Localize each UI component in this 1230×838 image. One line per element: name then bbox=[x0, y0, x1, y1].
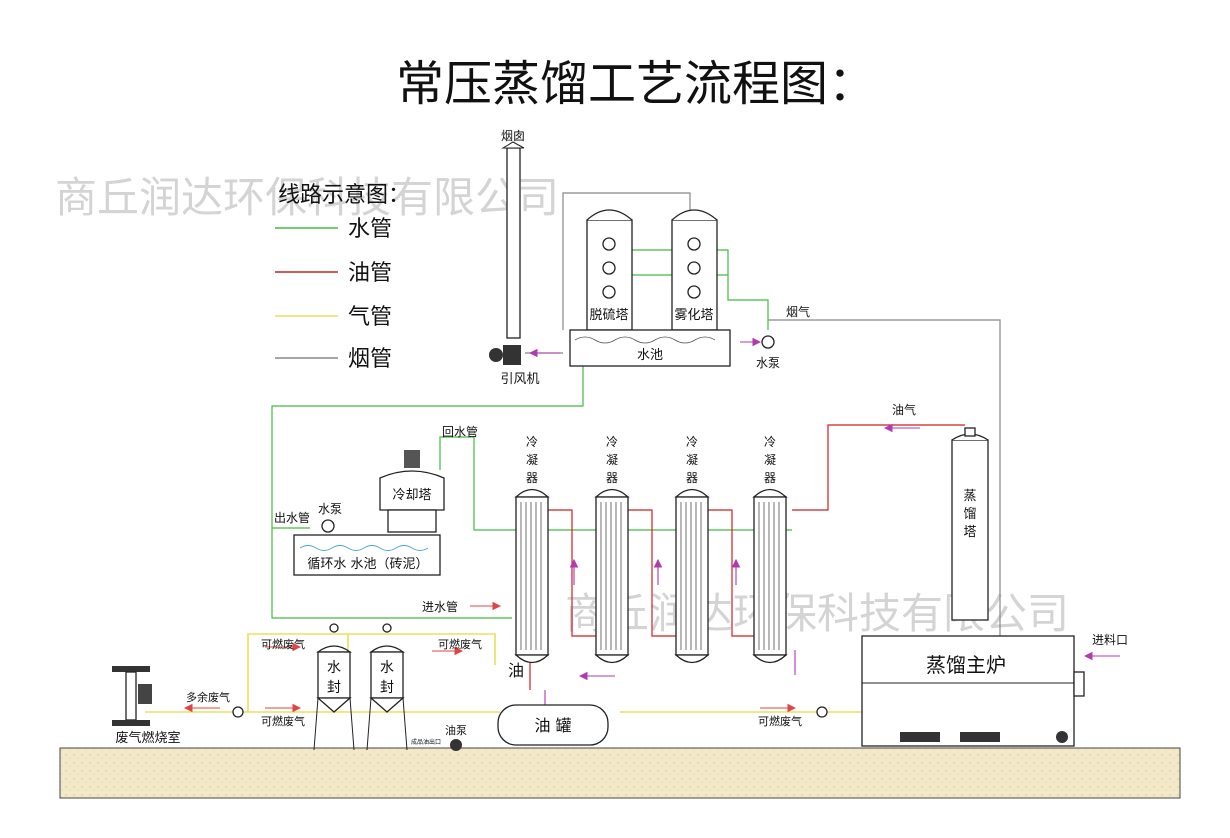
distill-tower-char-2: 馏 bbox=[963, 507, 976, 522]
induced-fan-label: 引风机 bbox=[500, 372, 539, 387]
water-pool-label: 水池 bbox=[637, 348, 663, 363]
legend-label-water: 水管 bbox=[348, 217, 392, 242]
ground bbox=[59, 747, 1181, 799]
circulation-pool: 循环水 水池（砖泥） bbox=[293, 534, 441, 576]
product-outlet-label: 成品油出口 bbox=[411, 738, 441, 746]
condenser-2: 冷 凝 器 bbox=[594, 435, 630, 664]
water-seal-1-char-1: 水 bbox=[327, 660, 341, 676]
atomization-tower: 雾化塔 bbox=[671, 209, 718, 331]
excess-gas-label: 多余废气 bbox=[186, 690, 230, 704]
legend-label-gas: 气管 bbox=[348, 305, 392, 330]
inlet-pipe-label: 进水管 bbox=[422, 599, 458, 614]
water-pump-top: 水泵 bbox=[756, 335, 780, 370]
flue-gas-label: 烟气 bbox=[786, 304, 810, 319]
main-furnace-label: 蒸馏主炉 bbox=[926, 653, 1006, 677]
water-seal-2: 水 封 bbox=[366, 645, 408, 751]
water-pump-top-label: 水泵 bbox=[756, 356, 780, 370]
oil-pump: 油泵 成品油出口 bbox=[411, 723, 467, 751]
valves bbox=[232, 623, 828, 718]
incinerator: 废气燃烧室 bbox=[112, 666, 181, 746]
combustible-gas-label-4: 可燃废气 bbox=[758, 714, 802, 728]
condenser-4-char-3: 器 bbox=[764, 471, 776, 485]
combustible-gas-label-2: 可燃废气 bbox=[438, 637, 482, 651]
condenser-2-char-3: 器 bbox=[606, 471, 618, 485]
condenser-2-char-2: 凝 bbox=[606, 452, 618, 467]
chimney-label: 烟囱 bbox=[501, 129, 525, 143]
oil-gas-label: 油气 bbox=[892, 402, 916, 417]
distillation-tower: 蒸 馏 塔 bbox=[951, 427, 989, 621]
oil-pump-label: 油泵 bbox=[445, 723, 467, 737]
condenser-3: 冷 凝 器 bbox=[674, 435, 710, 664]
legend-label-oil: 油管 bbox=[348, 261, 392, 286]
water-pool-top: 水池 bbox=[569, 329, 731, 367]
legend-heading: 线路示意图： bbox=[278, 183, 410, 208]
condenser-3-char-2: 凝 bbox=[686, 452, 698, 467]
combustible-gas-label-3: 可燃废气 bbox=[261, 714, 305, 728]
outlet-pipe-label: 出水管 bbox=[274, 510, 310, 525]
condenser-4: 冷 凝 器 bbox=[752, 435, 788, 664]
oil-tank-label: 油 罐 bbox=[534, 716, 571, 735]
return-pipe-label: 回水管 bbox=[442, 424, 478, 439]
water-pump-left-label: 水泵 bbox=[318, 502, 342, 516]
condenser-2-char-1: 冷 bbox=[606, 435, 618, 449]
water-seal-2-char-2: 封 bbox=[380, 680, 394, 696]
watermark-bottom: 商丘润达环保科技有限公司 bbox=[565, 589, 1069, 638]
condenser-1-char-3: 器 bbox=[526, 471, 538, 485]
circulation-pool-label: 循环水 水池（砖泥） bbox=[307, 557, 428, 572]
condenser-1: 冷 凝 器 bbox=[514, 435, 550, 664]
legend: 线路示意图： 水管 油管 气管 烟管 bbox=[275, 183, 410, 372]
distill-tower-char-3: 塔 bbox=[963, 525, 976, 540]
condenser-1-char-2: 凝 bbox=[526, 452, 538, 467]
oil-label: 油 bbox=[508, 661, 524, 680]
watermark-top: 商丘润达环保科技有限公司 bbox=[55, 173, 559, 222]
condenser-3-char-1: 冷 bbox=[686, 435, 698, 449]
condenser-1-char-1: 冷 bbox=[526, 435, 538, 449]
condenser-4-char-2: 凝 bbox=[764, 452, 776, 467]
induced-fan: 引风机 bbox=[489, 345, 540, 387]
red-arrows bbox=[183, 601, 797, 713]
oil-pipes bbox=[529, 424, 965, 690]
condenser-4-char-1: 冷 bbox=[764, 435, 776, 449]
feed-port-label: 进料口 bbox=[1092, 633, 1128, 647]
incinerator-label: 废气燃烧室 bbox=[115, 730, 180, 746]
page-title: 常压蒸馏工艺流程图： bbox=[396, 56, 876, 112]
desulfurization-tower: 脱硫塔 bbox=[586, 209, 633, 331]
chimney: 烟囱 bbox=[501, 129, 525, 339]
water-seal-2-char-1: 水 bbox=[380, 660, 394, 676]
main-furnace: 蒸馏主炉 bbox=[861, 635, 1085, 747]
cooling-tower: 冷却塔 bbox=[379, 450, 445, 533]
water-seal-1-char-2: 封 bbox=[327, 680, 341, 696]
water-pump-left: 水泵 bbox=[318, 502, 342, 533]
desulfurization-label: 脱硫塔 bbox=[589, 308, 628, 323]
cooling-tower-label: 冷却塔 bbox=[392, 488, 431, 503]
legend-label-flue: 烟管 bbox=[348, 347, 392, 372]
condenser-3-char-3: 器 bbox=[686, 471, 698, 485]
distill-tower-char-1: 蒸 bbox=[963, 489, 976, 504]
combustible-gas-label-1: 可燃废气 bbox=[261, 637, 305, 651]
water-seal-1: 水 封 bbox=[313, 645, 355, 751]
oil-tank: 油 罐 bbox=[497, 704, 609, 746]
atomization-label: 雾化塔 bbox=[674, 308, 713, 323]
